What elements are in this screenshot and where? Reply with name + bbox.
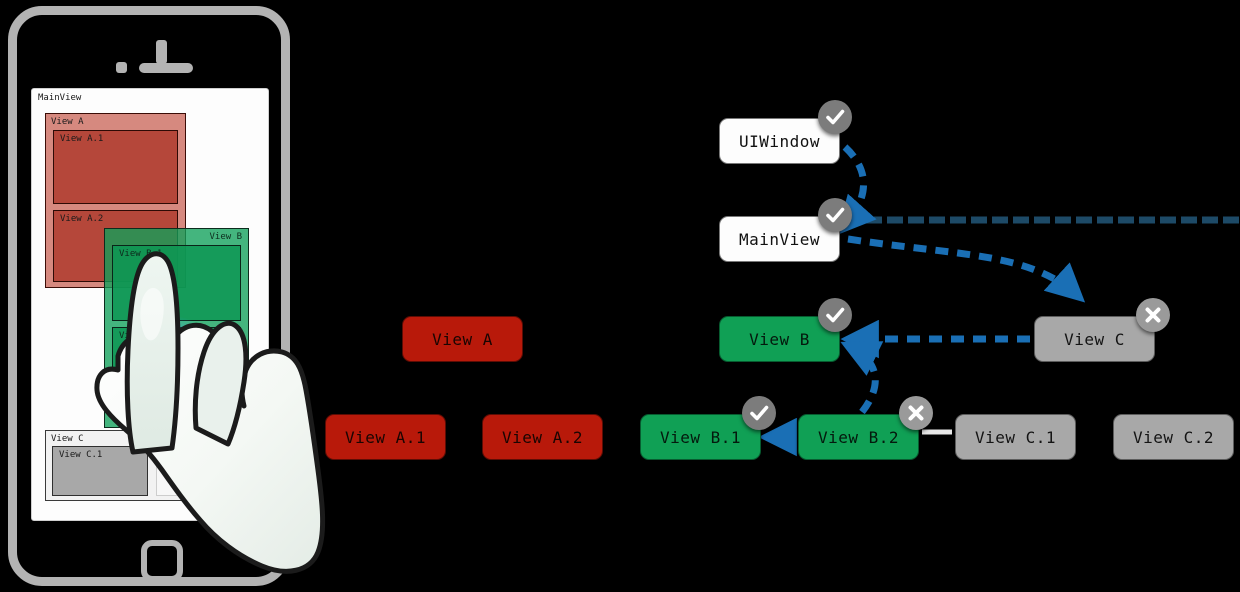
- diagram-node-view-b1[interactable]: View B.1: [640, 414, 761, 460]
- diagram-node-view-c1[interactable]: View C.1: [955, 414, 1076, 460]
- diagram-node-view-a1[interactable]: View A.1: [325, 414, 446, 460]
- diagram-node-view-c[interactable]: View C: [1034, 316, 1155, 362]
- screen-label-view-a1: View A.1: [60, 134, 104, 144]
- check-icon-uiwindow[interactable]: [818, 100, 852, 134]
- front-camera-icon: [116, 62, 127, 73]
- diagram-node-label: View C: [1064, 329, 1125, 349]
- diagram-node-label: View A: [432, 329, 493, 349]
- diagram-node-view-b2[interactable]: View B.2: [798, 414, 919, 460]
- diagram-node-label: UIWindow: [738, 131, 821, 151]
- diagram-node-label: MainView: [738, 229, 821, 249]
- check-icon-mainview[interactable]: [818, 198, 852, 232]
- screen-label-view-a2: View A.2: [60, 214, 104, 224]
- check-icon-view-b[interactable]: [818, 298, 852, 332]
- diagram-node-label: View A.1: [344, 427, 427, 447]
- diagram-node-label: View C.2: [1132, 427, 1215, 447]
- screen-label-view-c: View C: [51, 434, 84, 444]
- diagram-node-view-c2[interactable]: View C.2: [1113, 414, 1234, 460]
- screen-label-view-a: View A: [51, 117, 84, 127]
- screen-label-view-b: View B: [209, 232, 242, 242]
- check-icon-view-b1[interactable]: [742, 396, 776, 430]
- edge-viewb2-to-viewb: [840, 341, 884, 415]
- earpiece-speaker-icon: [139, 63, 193, 73]
- diagram-node-label: View B: [749, 329, 810, 349]
- cross-icon-view-c[interactable]: [1136, 298, 1170, 332]
- screen-label-view-c1: View C.1: [59, 450, 103, 460]
- diagram-node-view-a2[interactable]: View A.2: [482, 414, 603, 460]
- edge-mainview-to-viewc: [847, 235, 1086, 303]
- diagram-node-label: View B.2: [817, 427, 900, 447]
- diagram-node-label: View B.1: [659, 427, 742, 447]
- diagram-node-label: View A.2: [501, 427, 584, 447]
- edge-uiwindow-to-mainview: [836, 144, 877, 236]
- screen-mainview-label: MainView: [38, 93, 82, 103]
- cross-icon-view-b2[interactable]: [899, 396, 933, 430]
- screen-panel-view-a1[interactable]: View A.1: [53, 130, 178, 204]
- diagram-node-label: View C.1: [974, 427, 1057, 447]
- diagram-node-view-a[interactable]: View A: [402, 316, 523, 362]
- proximity-sensor-icon: [156, 40, 167, 64]
